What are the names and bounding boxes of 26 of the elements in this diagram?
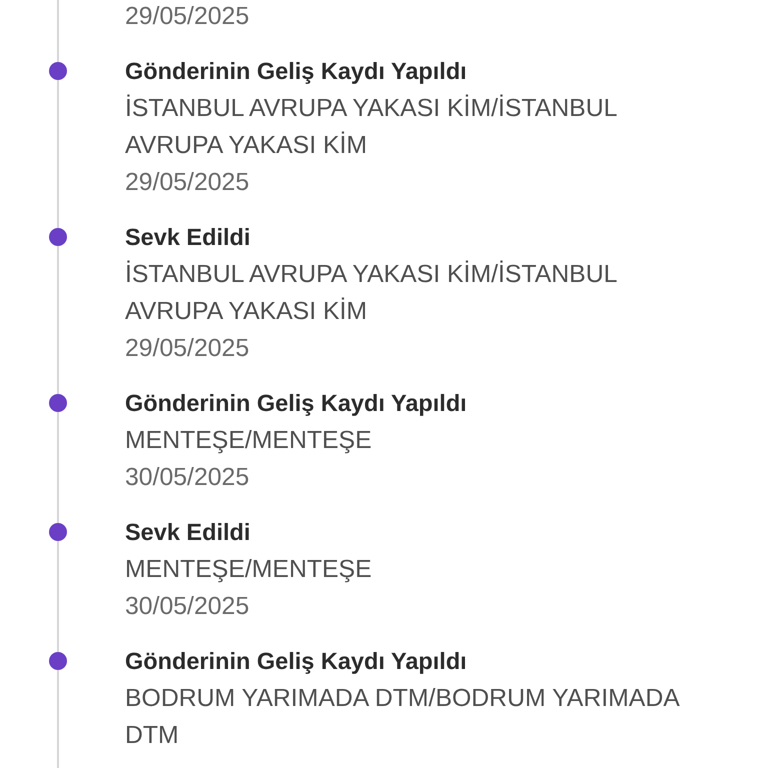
- timeline-dot: [49, 652, 67, 670]
- date-text: 29/05/2025: [125, 168, 250, 198]
- timeline-dot: [49, 62, 67, 80]
- location-text: BODRUM YARIMADA DTM/BODRUM YARIMADA DTM: [125, 684, 680, 750]
- timeline-dot: [49, 394, 67, 412]
- date-text: 30/05/2025: [125, 462, 250, 492]
- location-text: MENTEŞE/MENTEŞE: [125, 554, 372, 584]
- timeline-line: [57, 0, 59, 62]
- status-title: Sevk Edildi: [125, 518, 250, 546]
- timeline-dot: [49, 523, 67, 541]
- timeline-line: [57, 246, 59, 394]
- status-title: Gönderinin Geliş Kaydı Yapıldı: [125, 388, 467, 418]
- timeline-dot: [49, 228, 67, 246]
- date-text: 29/05/2025: [125, 334, 250, 364]
- date-text: 30/05/2025: [125, 592, 250, 622]
- timeline-line: [57, 670, 59, 768]
- timeline-line: [57, 80, 59, 228]
- timeline-line: [57, 541, 59, 652]
- location-text: İSTANBUL AVRUPA YAKASI KİM/İSTANBUL AVRUPA YAKASI KİM: [125, 94, 618, 160]
- date-text: 29/05/2025: [125, 2, 250, 32]
- location-text: MENTEŞE/MENTEŞE: [125, 426, 372, 456]
- status-title: Gönderinin Geliş Kaydı Yapıldı: [125, 56, 467, 86]
- timeline-line: [57, 412, 59, 523]
- location-text: İSTANBUL AVRUPA YAKASI KİM/İSTANBUL AVRUPA YAKASI KİM: [125, 260, 618, 326]
- status-title: Sevk Edildi: [125, 222, 250, 252]
- status-title: Gönderinin Geliş Kaydı Yapıldı: [125, 646, 467, 676]
